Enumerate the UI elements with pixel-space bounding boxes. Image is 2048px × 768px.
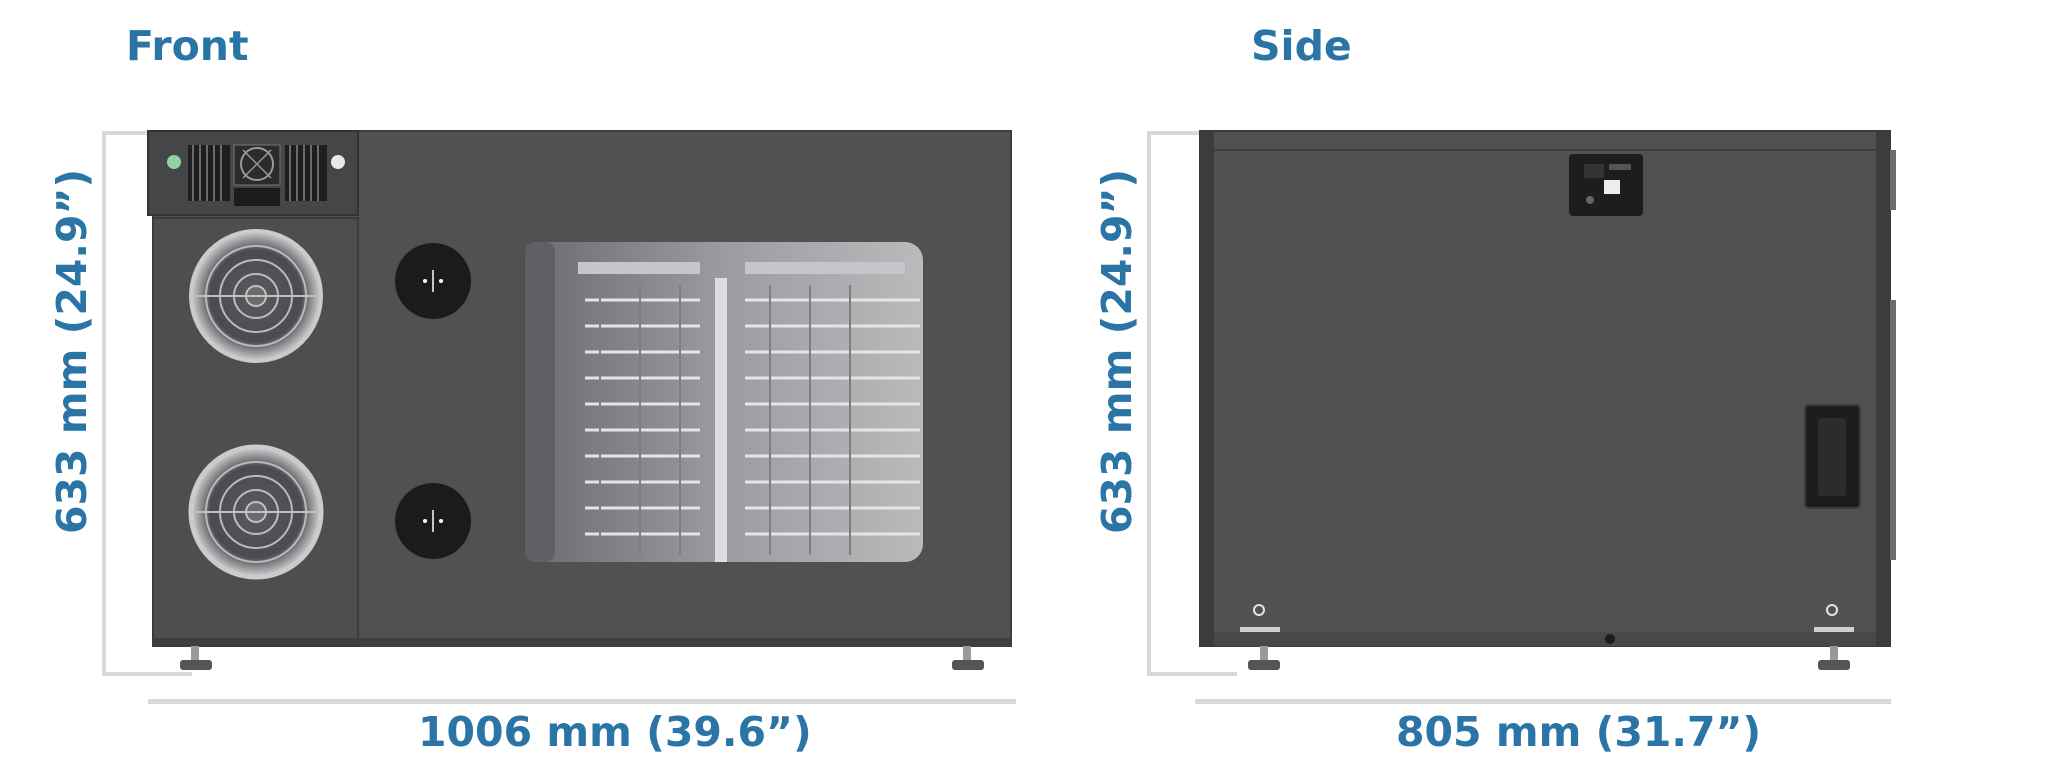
front-height-guide	[102, 131, 106, 676]
side-height-guide	[1147, 131, 1151, 676]
side-foot-left	[1248, 646, 1280, 670]
side-foot-right	[1818, 646, 1850, 670]
front-height-guide-bottom	[102, 672, 192, 676]
front-window-rack	[525, 242, 923, 562]
side-width-guide	[1195, 699, 1891, 704]
front-foot-right	[952, 646, 984, 670]
front-port-top	[395, 243, 471, 319]
front-width-guide	[148, 699, 1016, 704]
front-foot-left	[180, 646, 212, 670]
side-cabinet-body	[1199, 130, 1891, 647]
front-port-bottom	[395, 483, 471, 559]
front-height-guide-top	[102, 131, 154, 135]
top-vent-grille	[167, 144, 345, 206]
side-handle	[1804, 404, 1861, 509]
front-fan-top	[189, 229, 323, 363]
side-height-guide-bottom	[1147, 672, 1237, 676]
front-width-label: 1006 mm (39.6”)	[418, 708, 812, 756]
side-view-title: Side	[1251, 22, 1352, 70]
side-width-label: 805 mm (31.7”)	[1396, 708, 1762, 756]
side-connector-plate	[1569, 154, 1643, 216]
side-height-guide-top	[1147, 131, 1199, 135]
front-fan-bottom	[188, 444, 324, 580]
front-view-title: Front	[126, 22, 249, 70]
